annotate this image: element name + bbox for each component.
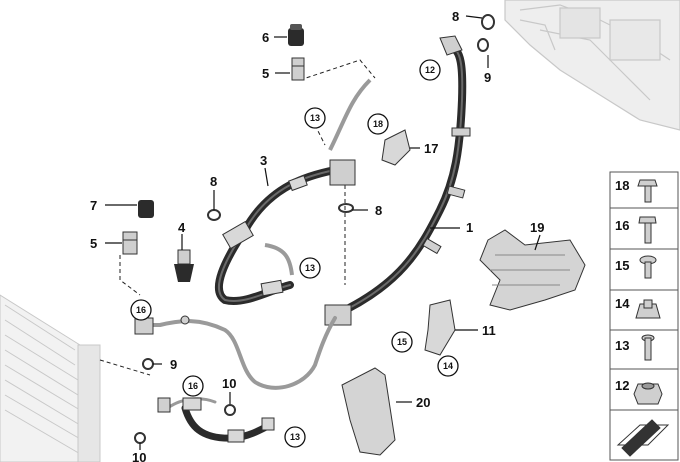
direction-arrow-icon — [616, 419, 670, 457]
legend-label-13: 13 — [615, 338, 629, 353]
label-13c: 13 — [290, 432, 300, 442]
legend-label-14: 14 — [615, 296, 630, 311]
label-5a: 5 — [262, 66, 269, 81]
label-16b: 16 — [188, 381, 198, 391]
hose-1 — [324, 35, 471, 326]
pressure-sensor-4 — [174, 249, 194, 282]
label-11: 11 — [482, 323, 496, 338]
legend-screw-15 — [639, 255, 657, 279]
circled-label-text: 12 13 13 13 14 15 16 16 18 — [136, 65, 453, 442]
hvac-housing-ghost — [504, 0, 680, 131]
label-8c: 8 — [210, 174, 217, 189]
label-7: 7 — [90, 198, 97, 213]
legend-labels: 18 16 15 14 13 12 — [615, 178, 630, 393]
valve-core-5a — [291, 57, 305, 81]
label-8b: 8 — [375, 203, 382, 218]
label-leaders — [105, 15, 541, 450]
circled-labels — [130, 59, 459, 448]
legend-label-16: 16 — [615, 218, 629, 233]
valve-core-5b — [122, 231, 138, 255]
legend-label-18: 18 — [615, 178, 629, 193]
label-10b: 10 — [222, 376, 236, 391]
label-17: 17 — [424, 141, 438, 156]
label-8a: 8 — [452, 9, 459, 24]
label-10a: 10 — [132, 450, 146, 462]
legend-nut-12 — [633, 382, 663, 405]
label-12: 12 — [425, 65, 435, 75]
legend-bolt-13 — [641, 334, 655, 361]
label-4: 4 — [178, 220, 186, 235]
condenser-ghost — [0, 294, 101, 462]
legend-panel — [609, 171, 679, 461]
label-1: 1 — [466, 220, 473, 235]
label-6: 6 — [262, 30, 269, 45]
legend-clip-nut-14 — [635, 299, 661, 319]
legend-label-15: 15 — [615, 258, 629, 273]
label-9a: 9 — [484, 70, 491, 85]
hose-lower — [181, 397, 275, 443]
legend-label-12: 12 — [615, 378, 629, 393]
part-labels: 1 3 4 5 5 6 7 8 8 8 9 9 10 10 11 17 19 2… — [90, 9, 544, 462]
label-3: 3 — [260, 153, 267, 168]
legend-bolt-16 — [638, 216, 657, 244]
label-18: 18 — [373, 119, 383, 129]
heat-shield-19 — [479, 229, 586, 311]
legend-bolt-18 — [637, 179, 658, 203]
label-14: 14 — [443, 361, 453, 371]
label-5b: 5 — [90, 236, 97, 251]
label-13a: 13 — [310, 113, 320, 123]
bracket-11 — [424, 299, 456, 356]
label-16a: 16 — [136, 305, 146, 315]
label-19: 19 — [530, 220, 544, 235]
valve-cap-7 — [138, 200, 154, 218]
valve-cap-6 — [288, 24, 304, 46]
label-15: 15 — [397, 337, 407, 347]
bracket-17 — [381, 129, 411, 166]
label-20: 20 — [416, 395, 430, 410]
label-9b: 9 — [170, 357, 177, 372]
hose-3 — [214, 78, 372, 305]
pipe-hardware — [134, 315, 190, 413]
label-13b: 13 — [305, 263, 315, 273]
bracket-20 — [341, 367, 396, 456]
